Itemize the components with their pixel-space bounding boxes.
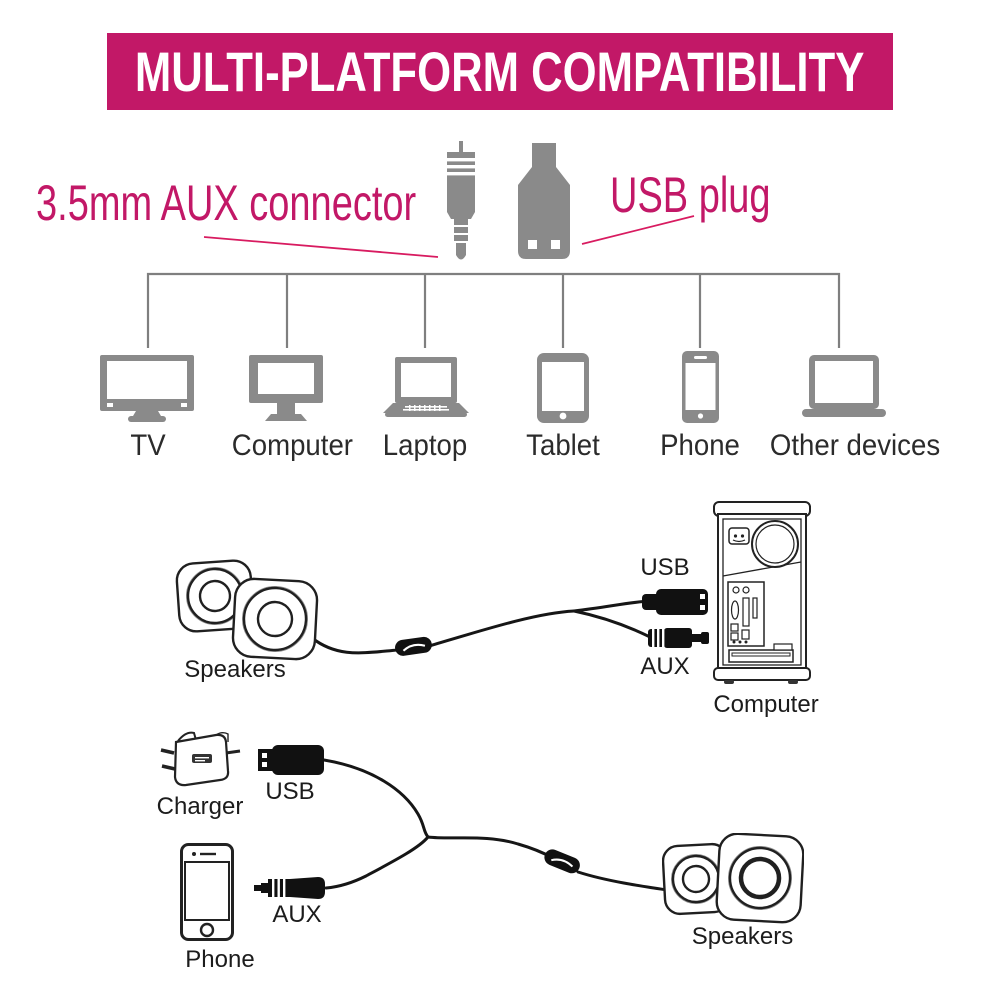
volume-control-icon [395,636,432,656]
aux-connector-icon [447,141,475,260]
device-label-tablet: Tablet [526,429,600,462]
device-computer-icon [249,355,323,421]
device-tv-icon [100,355,194,422]
device-other-icon [802,355,886,417]
speakers-icon [175,559,319,661]
speakers-label: Speakers [184,656,286,683]
device-phone-icon [682,351,719,423]
aux-cable-label: AUX [272,901,322,928]
device-label-tv: TV [130,429,166,462]
device-label-computer: Computer [231,429,353,462]
device-tree-lines [146,272,841,348]
aux-leader-line [203,236,439,258]
usb-callout-label: USB plug [610,167,771,223]
charger-label: Charger [156,793,244,820]
usb-plug-side-icon-computer [642,589,708,615]
phone-label: Phone [185,946,255,973]
aux-plug-side-icon-mobile [254,877,325,899]
device-label-laptop: Laptop [382,429,468,462]
usb-plug-side-icon-mobile [258,745,324,775]
aux-port-label: AUX [640,653,690,680]
computer-setup-cable [310,599,654,655]
charger-icon [160,731,241,787]
mobile-setup-cable [322,758,676,893]
device-label-phone: Phone [660,429,740,462]
device-label-other: Other devices [769,429,941,462]
page-title: MULTI-PLATFORM COMPATIBILITY [135,40,865,103]
speakers-icon [662,833,804,924]
speakers-label: Speakers [691,923,794,950]
phone-icon [180,843,234,941]
aux-callout-label: 3.5mm AUX connector [36,175,417,231]
usb-plug-icon [518,143,570,259]
usb-leader-line [581,215,695,245]
device-tablet-icon [537,353,589,423]
computer-tower-icon [713,501,811,684]
usb-port-label: USB [640,554,690,581]
aux-plug-side-icon-computer [648,628,709,648]
device-laptop-icon [383,357,469,417]
usb-cable-label: USB [265,778,315,805]
computer-label: Computer [713,691,819,718]
volume-control-icon [544,849,580,874]
header-banner: MULTI-PLATFORM COMPATIBILITY [107,33,893,110]
